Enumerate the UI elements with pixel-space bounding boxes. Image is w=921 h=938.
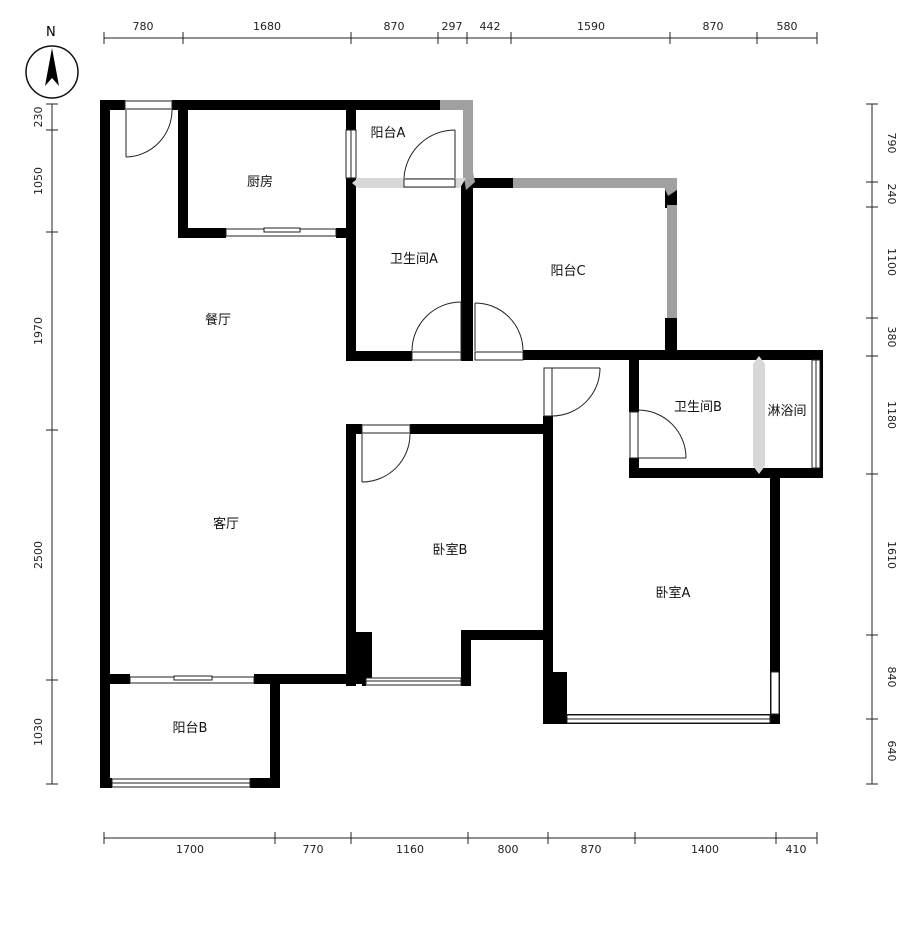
walls	[100, 100, 823, 788]
top-dim-5: 1590	[577, 20, 605, 33]
room-labels: 厨房 阳台A 卫生间A 阳台C 餐厅 客厅 卧室B 卫生间B 淋浴间 卧室A 阳…	[173, 126, 807, 736]
top-dim-6: 870	[703, 20, 724, 33]
right-dim-5: 1610	[885, 541, 898, 569]
top-dim-1: 1680	[253, 20, 281, 33]
bottom-dim-1: 770	[303, 843, 324, 856]
top-dim-3: 297	[442, 20, 463, 33]
compass-label: N	[46, 25, 56, 40]
room-living: 客厅	[213, 516, 239, 532]
room-bedroom-b: 卧室B	[433, 542, 468, 558]
bottom-dim-3: 800	[498, 843, 519, 856]
right-dim-6: 840	[885, 667, 898, 688]
right-dim-3: 380	[885, 327, 898, 348]
entrance-door-icon	[124, 100, 173, 158]
bottom-dim-4: 870	[581, 843, 602, 856]
bottom-dimension-line: 1700 770 1160 800 870 1400 410	[103, 832, 818, 856]
top-dim-4: 442	[480, 20, 501, 33]
right-dim-1: 240	[885, 184, 898, 205]
balcony-a-door-icon	[403, 129, 456, 188]
window-bedroom-a-side	[770, 671, 780, 715]
room-bedroom-a: 卧室A	[656, 585, 691, 601]
windows	[111, 129, 821, 788]
left-dim-2: 1970	[32, 317, 45, 345]
right-dim-0: 790	[885, 133, 898, 154]
balcony-c-door-icon	[474, 302, 524, 361]
room-bathroom-a: 卫生间A	[390, 252, 438, 267]
room-balcony-c: 阳台C	[550, 264, 585, 279]
north-compass-icon: N	[25, 25, 79, 99]
top-dim-2: 870	[384, 20, 405, 33]
bedroom-a-door-icon	[543, 367, 601, 417]
right-dim-2: 1100	[885, 248, 898, 276]
bottom-dim-6: 410	[786, 843, 807, 856]
top-dim-7: 580	[777, 20, 798, 33]
left-dim-4: 1030	[32, 718, 45, 746]
room-bathroom-b: 卫生间B	[674, 400, 722, 415]
bottom-dim-2: 1160	[396, 843, 424, 856]
bedroom-b-door-icon	[361, 424, 411, 483]
room-balcony-a: 阳台A	[371, 126, 406, 141]
doors	[124, 100, 687, 483]
right-dimension-line: 790 240 1100 380 1180 1610 840 640	[866, 103, 898, 785]
bathroom-b-door-icon	[629, 409, 687, 459]
balcony-railings	[440, 100, 677, 318]
top-dimension-line: 780 1680 870 297 442 1590 870 580	[103, 20, 818, 44]
room-balcony-b: 阳台B	[173, 721, 208, 736]
left-dim-1: 1050	[32, 167, 45, 195]
bottom-dim-0: 1700	[176, 843, 204, 856]
left-dim-0: 230	[32, 107, 45, 128]
left-dim-3: 2500	[32, 541, 45, 569]
bathroom-a-door-icon	[411, 301, 462, 361]
right-dim-4: 1180	[885, 401, 898, 429]
top-dim-0: 780	[133, 20, 154, 33]
room-shower: 淋浴间	[767, 404, 806, 419]
right-dim-7: 640	[885, 741, 898, 762]
left-dimension-line: 230 1050 1970 2500 1030	[32, 103, 58, 785]
room-kitchen: 厨房	[247, 174, 273, 190]
bottom-dim-5: 1400	[691, 843, 719, 856]
room-dining: 餐厅	[205, 312, 231, 328]
